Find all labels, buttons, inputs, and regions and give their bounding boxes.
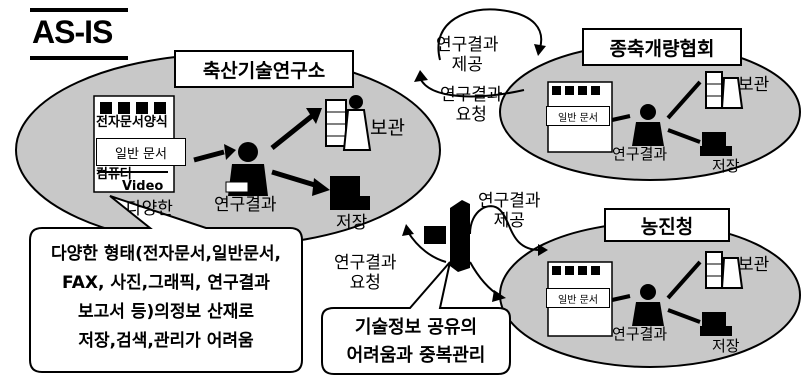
main-worker-figure xyxy=(225,142,268,196)
rda-storage-label: 저장 xyxy=(712,337,740,355)
flow-request-mid-label: 연구결과 요청 xyxy=(334,253,397,293)
arrow-worker-to-storage xyxy=(271,169,319,189)
callout-left-balloon xyxy=(29,195,303,373)
arrow-doc-to-worker xyxy=(193,149,225,163)
flow-server-to-main xyxy=(407,231,447,263)
callout-right-balloon xyxy=(321,261,511,375)
flow-provide-mid-line-1: 연구결과 xyxy=(478,191,541,211)
flow-provide-mid-label: 연구결과 제공 xyxy=(478,191,541,231)
callout-right-line-2: 어려움과 중복관리 xyxy=(346,345,486,366)
callout-right-text: 기술정보 공유의 어려움과 중복관리 xyxy=(322,314,510,370)
callout-right-line-1: 기술정보 공유의 xyxy=(354,317,478,338)
flow-mid-provide xyxy=(469,205,541,251)
main-computer-figure xyxy=(330,176,370,210)
flow-request-top-line-1: 연구결과 xyxy=(440,85,503,105)
flow-top-provide xyxy=(437,8,543,61)
rda-arrow-1 xyxy=(611,294,631,302)
server-tower xyxy=(424,200,470,272)
flow-request-mid-line-1: 연구결과 xyxy=(334,253,397,273)
breeding-computer-figure xyxy=(700,132,732,156)
flow-provide-top-label: 연구결과 제공 xyxy=(436,35,499,75)
rda-store-figure xyxy=(705,251,744,289)
arrowhead-top-request xyxy=(414,70,428,82)
flow-request-top-label: 연구결과 요청 xyxy=(440,85,503,125)
doc-stack-label-3: Video xyxy=(122,179,164,194)
rda-org-label: 농진청 xyxy=(604,208,730,242)
flow-provide-top-line-1: 연구결과 xyxy=(436,35,499,55)
callout-left-line-3: 보고서 등)의정보 산재로 xyxy=(77,302,254,322)
doc-stack-label-2: 컴퓨터 xyxy=(96,167,132,182)
various-label: 다양한 xyxy=(126,199,173,219)
rda-arrow-down xyxy=(667,308,701,324)
rda-computer-figure xyxy=(700,312,732,336)
main-store-figure xyxy=(325,95,372,151)
arrowhead-doc-to-worker xyxy=(224,144,236,160)
page-title: AS-IS xyxy=(32,14,113,50)
breeding-org-label: 종축개량협회 xyxy=(582,28,742,66)
title-bar-bottom xyxy=(30,56,128,60)
arrowhead-mid-provide xyxy=(538,244,548,256)
arrowhead-worker-to-store xyxy=(306,108,322,124)
callout-left-text: 다양한 형태(전자문서,일반문서, FAX, 사진,그래픽, 연구결과 보고서 … xyxy=(30,240,302,356)
rda-result-label: 연구결과 xyxy=(612,325,668,343)
title-bar-top xyxy=(30,8,128,12)
arrow-worker-to-store xyxy=(270,114,314,150)
rda-worker-figure xyxy=(632,284,664,326)
flow-request-mid-line-2: 요청 xyxy=(349,272,381,293)
breeding-arrow-down xyxy=(667,128,701,144)
flow-top-request xyxy=(419,77,525,98)
breeding-arrow-1 xyxy=(611,114,631,122)
general-doc-card: 일반 문서 xyxy=(96,138,186,166)
callout-left-line-1: 다양한 형태(전자문서,일반문서, xyxy=(51,244,281,264)
breeding-general-doc: 일반 문서 xyxy=(546,106,610,126)
breeding-store-figure xyxy=(705,71,744,109)
arrowhead-server-to-rda xyxy=(492,290,506,302)
breeding-worker-figure xyxy=(632,104,664,146)
rda-store-label: 보관 xyxy=(738,255,770,275)
rda-arrow-up xyxy=(666,260,702,300)
main-storage-label: 저장 xyxy=(336,213,368,233)
arrowhead-top-provide xyxy=(534,44,546,56)
callout-left-line-2: FAX, 사진,그래픽, 연구결과 xyxy=(62,273,270,293)
breeding-storage-label: 저장 xyxy=(712,157,740,175)
flow-server-to-rda xyxy=(469,261,501,297)
flow-provide-mid-line-2: 제공 xyxy=(493,210,525,231)
doc-stack-label-1: 전자문서양식 xyxy=(96,115,168,130)
main-result-label: 연구결과 xyxy=(214,195,277,215)
arrowhead-server-to-main xyxy=(402,224,414,236)
rda-general-doc: 일반 문서 xyxy=(546,288,610,308)
breeding-arrow-up xyxy=(666,80,702,120)
flow-provide-top-line-2: 제공 xyxy=(451,54,483,75)
flow-request-top-line-2: 요청 xyxy=(455,104,487,125)
breeding-store-label: 보관 xyxy=(738,75,770,95)
breeding-result-label: 연구결과 xyxy=(612,145,668,163)
callout-left-line-4: 저장,검색,관리가 어려움 xyxy=(78,331,254,351)
arrowhead-worker-to-storage xyxy=(312,178,330,196)
main-store-label: 보관 xyxy=(370,117,405,139)
main-org-label: 축산기술연구소 xyxy=(174,50,354,88)
